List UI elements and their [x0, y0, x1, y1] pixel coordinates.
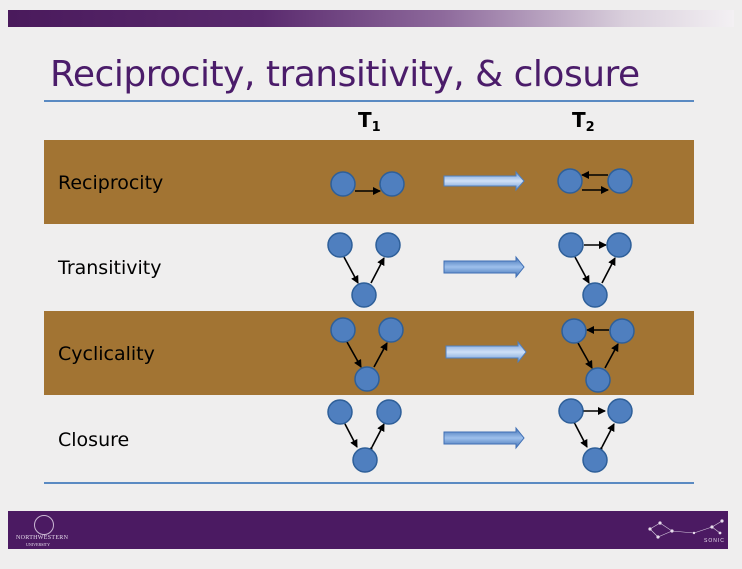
seal-icon	[34, 515, 54, 535]
node	[379, 171, 405, 197]
node	[376, 399, 402, 425]
node	[582, 282, 608, 308]
node	[558, 398, 584, 424]
reciprocity-t1-diagram	[330, 171, 405, 197]
node	[582, 447, 608, 473]
node	[607, 168, 633, 194]
node	[609, 318, 635, 344]
node	[352, 447, 378, 473]
node	[375, 232, 401, 258]
row-band-reciprocity	[44, 140, 694, 224]
row-label-transitivity: Transitivity	[58, 257, 162, 279]
closure-t2-diagram	[558, 398, 633, 473]
cyclicality-t2-diagram	[561, 318, 635, 393]
svg-text:SONIC: SONIC	[704, 538, 725, 544]
node	[327, 232, 353, 258]
transition-arrow	[443, 255, 525, 279]
row-label-cyclicality: Cyclicality	[58, 343, 155, 365]
row-label-closure: Closure	[58, 429, 130, 451]
bottom-rule	[44, 482, 694, 484]
node	[561, 318, 587, 344]
node	[330, 171, 356, 197]
northwestern-logo: NORTHWESTERN UNIVERSITY	[16, 515, 72, 547]
node	[351, 282, 377, 308]
transitivity-t2-diagram	[558, 232, 632, 308]
cyclicality-t1-diagram	[330, 317, 404, 392]
top-gradient-band	[8, 10, 734, 27]
node	[557, 168, 583, 194]
node	[354, 366, 380, 392]
title-underline	[44, 100, 694, 102]
node	[327, 399, 353, 425]
transition-arrow	[445, 340, 527, 364]
reciprocity-t2-diagram	[557, 168, 633, 194]
transitivity-t1-diagram	[327, 232, 401, 308]
sonic-logo: SONIC	[648, 519, 725, 544]
row-label-reciprocity: Reciprocity	[58, 172, 164, 194]
column-header-t1: T1	[358, 108, 381, 135]
slide-title: Reciprocity, transitivity, & closure	[50, 54, 640, 95]
footer-bar: NORTHWESTERN UNIVERSITY	[8, 511, 728, 549]
node	[606, 232, 632, 258]
column-header-t2: T2	[572, 108, 595, 135]
node	[378, 317, 404, 343]
node	[330, 317, 356, 343]
transition-arrow	[443, 426, 525, 450]
node	[558, 232, 584, 258]
transition-arrow	[443, 170, 525, 192]
node	[607, 398, 633, 424]
closure-t1-diagram	[327, 399, 402, 473]
node	[585, 367, 611, 393]
